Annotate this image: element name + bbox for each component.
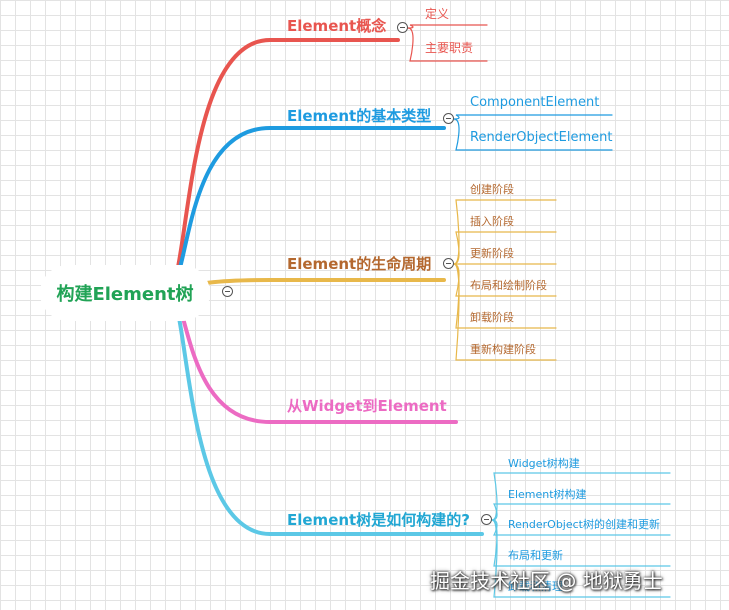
branch-element-concept-collapse-icon[interactable] <box>397 22 408 33</box>
branch-how-element-tree-built-collapse-icon[interactable] <box>481 514 492 525</box>
leaf-connector-1-1 <box>453 118 613 151</box>
leaf-insert-stage[interactable]: 插入阶段 <box>470 215 514 228</box>
leaf-unmount-stage[interactable]: 卸载阶段 <box>470 311 514 324</box>
leaf-widget-tree-build[interactable]: Widget树构建 <box>508 457 580 470</box>
branch-element-basic-types[interactable]: Element的基本类型 <box>287 107 432 125</box>
branch-element-concept[interactable]: Element概念 <box>287 17 387 35</box>
root-collapse-icon[interactable] <box>222 286 233 297</box>
branch-element-lifecycle[interactable]: Element的生命周期 <box>287 255 432 273</box>
leaf-rebuild-stage[interactable]: 重新构建阶段 <box>470 343 536 356</box>
leaf-main-duty[interactable]: 主要职责 <box>425 41 474 55</box>
branch-how-element-tree-built[interactable]: Element树是如何构建的? <box>287 511 470 529</box>
leaf-create-stage[interactable]: 创建阶段 <box>470 183 514 196</box>
leaf-unmount-cleanup[interactable]: 卸载和清理 <box>508 580 563 593</box>
leaf-connector-2-0 <box>453 199 557 265</box>
leaf-connector-0-0 <box>407 24 488 29</box>
leaf-layout-update[interactable]: 布局和更新 <box>508 549 563 562</box>
branch-element-lifecycle-collapse-icon[interactable] <box>443 258 454 269</box>
leaf-connector-4-1 <box>491 503 671 521</box>
leaf-connector-0-1 <box>407 27 488 62</box>
watermark: 掘金技术社区 @ 地狱勇士 <box>430 569 663 593</box>
leaf-component-element[interactable]: ComponentElement <box>470 95 600 110</box>
leaf-layout-paint-stage[interactable]: 布局和绘制阶段 <box>470 279 547 292</box>
leaf-connector-4-4 <box>491 519 671 598</box>
branch-widget-to-element[interactable]: 从Widget到Element <box>287 397 447 415</box>
leaf-connector-2-1 <box>453 231 557 265</box>
leaf-render-object-element[interactable]: RenderObjectElement <box>470 130 613 145</box>
leaf-connector-2-5 <box>453 263 557 361</box>
leaf-element-tree-build[interactable]: Element树构建 <box>508 488 587 501</box>
leaf-definition[interactable]: 定义 <box>425 7 450 21</box>
leaf-connector-1-0 <box>453 114 613 120</box>
root-label: 构建Element树 <box>56 284 194 305</box>
branch-connector-0 <box>166 38 400 292</box>
leaf-render-object-tree[interactable]: RenderObject树的创建和更新 <box>508 518 660 531</box>
root-node[interactable]: 构建Element树 <box>40 265 210 321</box>
leaf-update-stage[interactable]: 更新阶段 <box>470 247 514 260</box>
branch-element-basic-types-collapse-icon[interactable] <box>443 113 454 124</box>
leaf-connector-4-0 <box>491 472 671 521</box>
